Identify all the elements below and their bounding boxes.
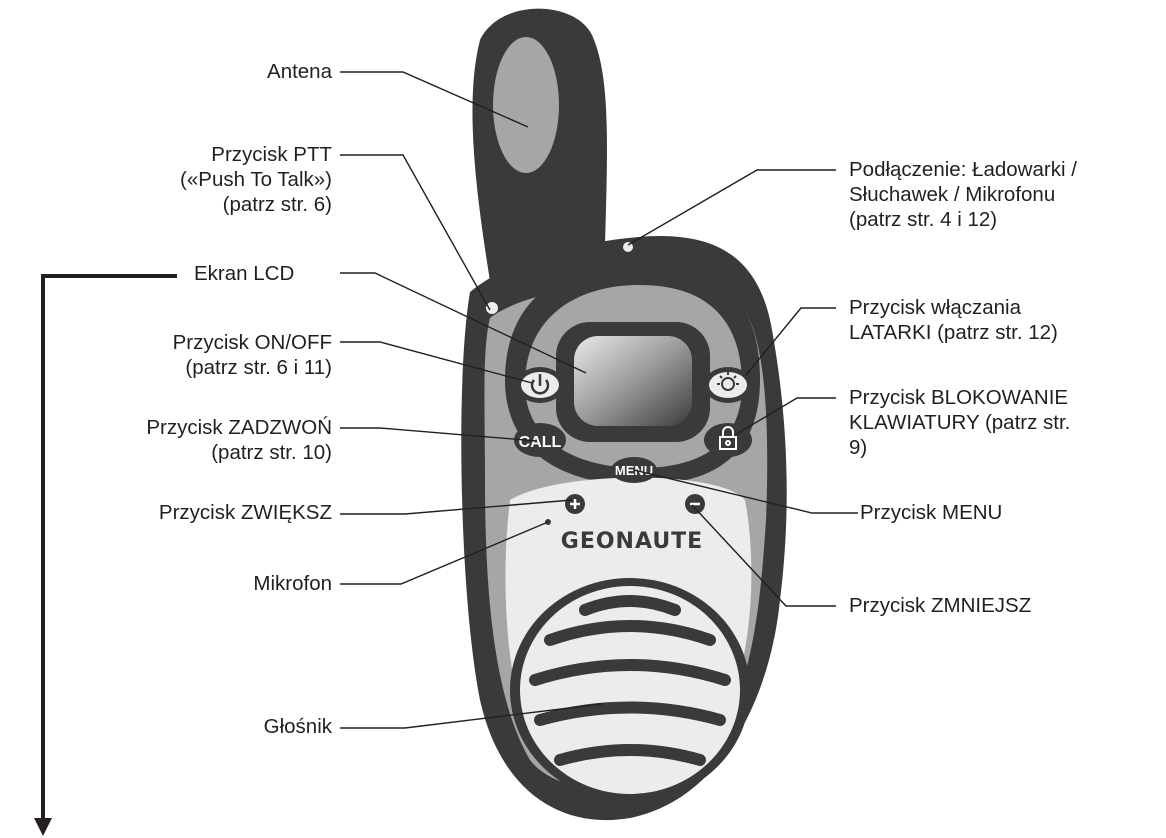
power-button[interactable]	[516, 367, 564, 403]
label-zwieksz: Przycisk ZWIĘKSZ	[159, 500, 332, 525]
lcd-screen	[574, 336, 692, 426]
leader-ptt	[340, 155, 490, 310]
label-antena: Antena	[267, 59, 332, 84]
device-body	[461, 9, 786, 820]
speaker-face	[520, 586, 740, 794]
label-onoff: Przycisk ON/OFF (patrz str. 6 i 11)	[173, 330, 332, 380]
label-zmniejsz: Przycisk ZMNIEJSZ	[849, 593, 1031, 618]
down-arrow	[34, 276, 177, 836]
leader-podlaczenie	[628, 170, 836, 245]
call-key-label: CALL	[519, 434, 562, 451]
volume-down-button[interactable]	[685, 494, 705, 514]
label-lcd: Ekran LCD	[194, 261, 294, 286]
volume-up-button[interactable]	[565, 494, 585, 514]
label-menu: Przycisk MENU	[860, 500, 1002, 525]
keypad-lock-button[interactable]	[704, 423, 752, 457]
label-glosnik: Głośnik	[264, 714, 332, 739]
label-latarka: Przycisk włączania LATARKI (patrz str. 1…	[849, 295, 1058, 345]
label-podlaczenie: Podłączenie: Ładowarki / Słuchawek / Mik…	[849, 157, 1077, 232]
light-button[interactable]	[704, 367, 752, 403]
label-ptt: Przycisk PTT («Push To Talk») (patrz str…	[180, 142, 332, 217]
antenna-highlight	[493, 37, 559, 173]
label-blokowanie: Przycisk BLOKOWANIE KLAWIATURY (patrz st…	[849, 385, 1070, 460]
label-zadzwon: Przycisk ZADZWOŃ (patrz str. 10)	[146, 415, 332, 465]
label-mikrofon: Mikrofon	[253, 571, 332, 596]
brand-logo: GEONAUTE	[561, 529, 703, 554]
ptt-side	[486, 302, 498, 314]
